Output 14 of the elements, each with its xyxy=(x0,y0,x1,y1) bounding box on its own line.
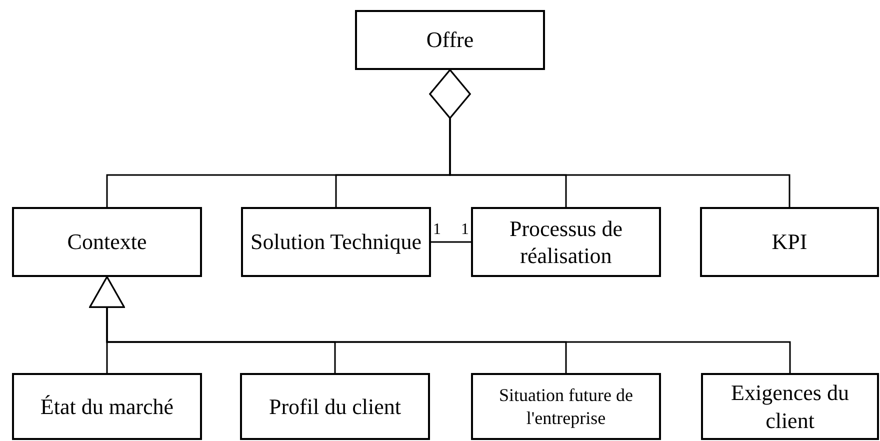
class-box: Solution Technique xyxy=(241,207,431,277)
class-box: Contexte xyxy=(12,207,202,277)
multiplicity-label: 1 xyxy=(433,222,441,238)
class-box: Offre xyxy=(355,10,545,70)
class-box: Profil du client xyxy=(240,373,430,440)
association-line xyxy=(431,241,471,243)
generalization-connector xyxy=(89,276,791,373)
class-box: État du marché xyxy=(12,373,202,440)
class-box: Situation future de l'entreprise xyxy=(471,373,661,440)
class-box: KPI xyxy=(700,207,879,277)
aggregation-connector xyxy=(429,69,790,207)
multiplicity-label: 1 xyxy=(461,222,469,238)
class-box: Processus de réalisation xyxy=(471,207,661,277)
class-box: Exigences du client xyxy=(701,373,879,440)
